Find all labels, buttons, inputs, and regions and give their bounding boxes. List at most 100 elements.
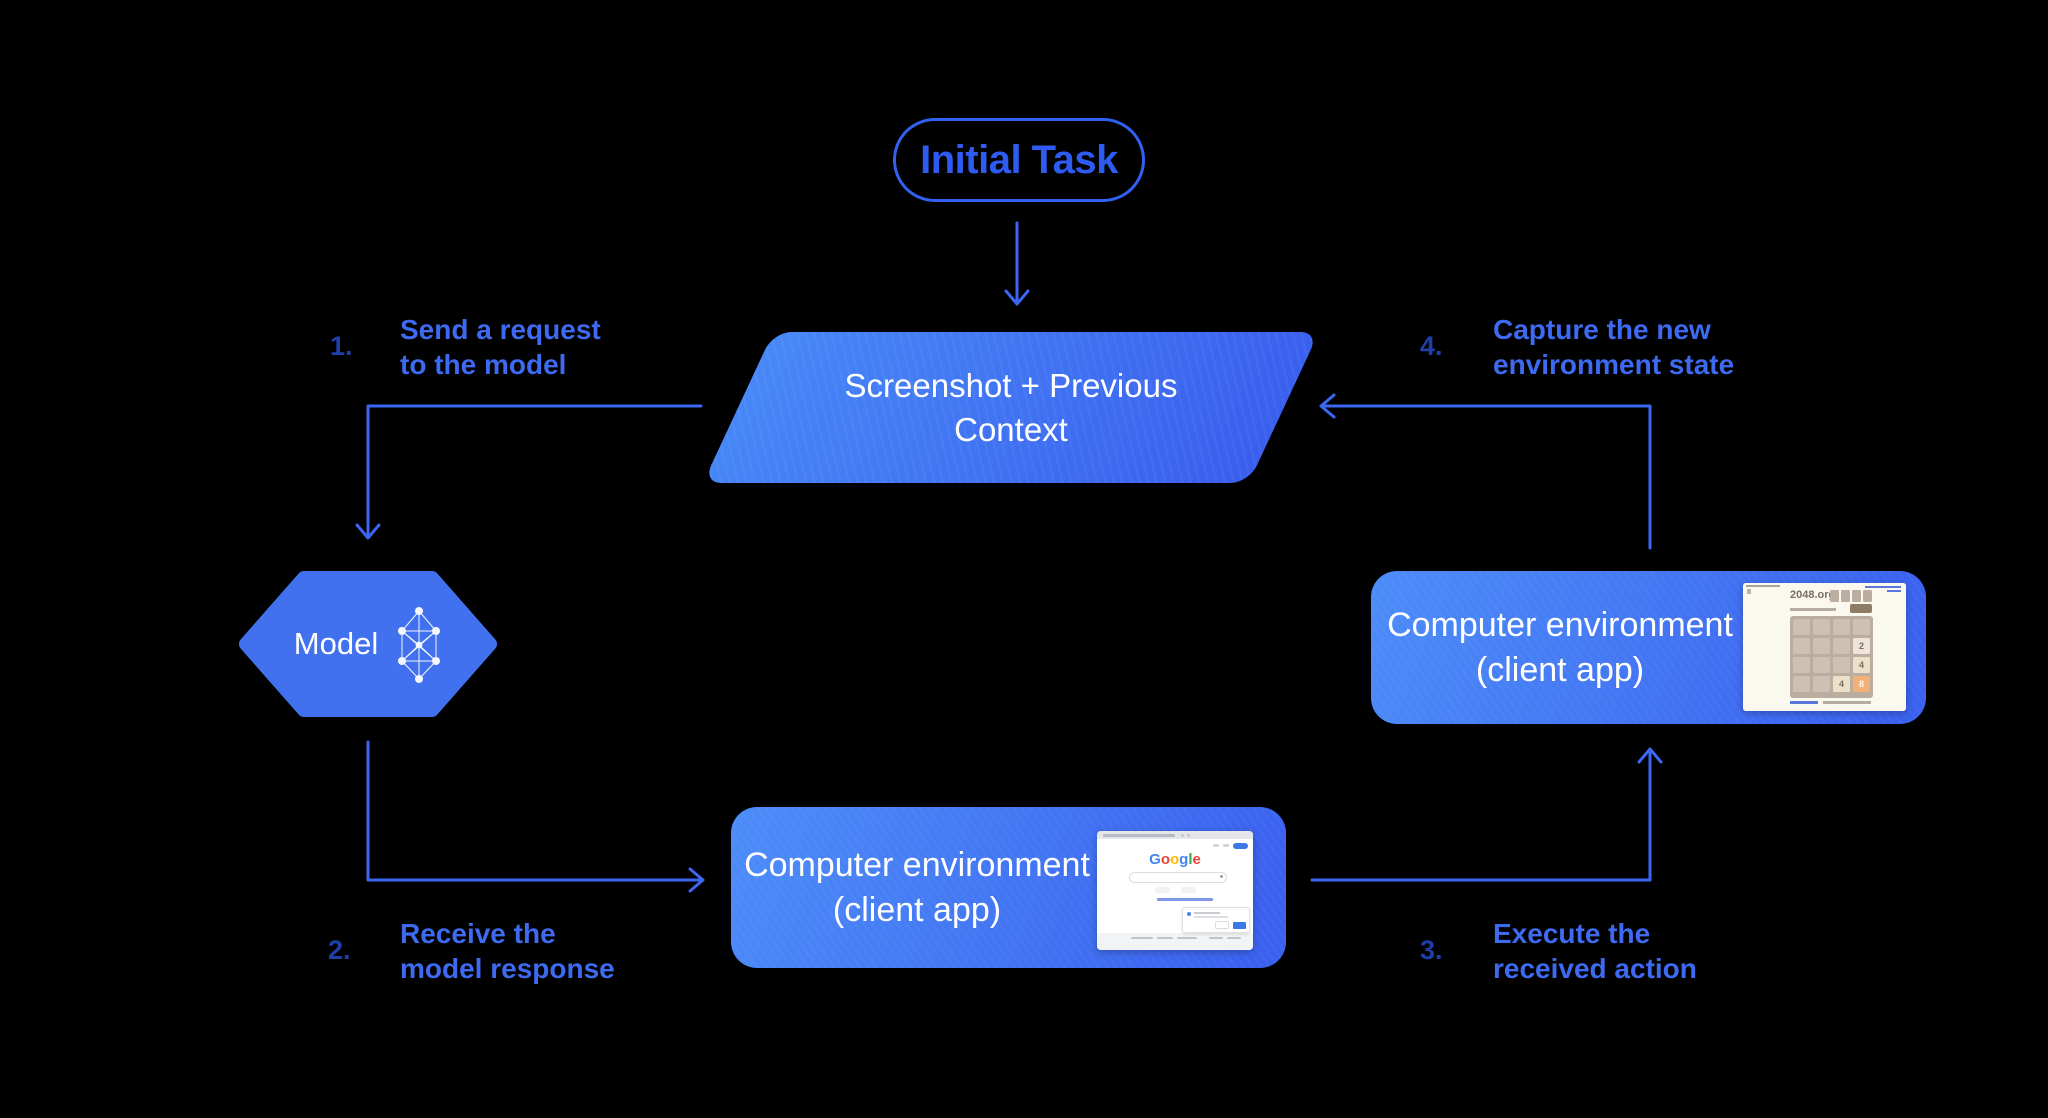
browser-dot-icon	[1181, 833, 1184, 837]
bottom-link	[1790, 701, 1818, 704]
step-4-number: 4.	[1420, 331, 1443, 361]
step-1-label: Send a request to the model	[400, 312, 601, 382]
footer-link	[1177, 937, 1197, 939]
grid-cell	[1853, 619, 1870, 635]
search-input	[1129, 872, 1227, 883]
page-footer	[1097, 933, 1253, 950]
dialog-text-line	[1194, 912, 1220, 914]
score-box	[1841, 590, 1850, 602]
feeling-lucky-button	[1181, 887, 1196, 893]
arrow-env-to-env	[1310, 750, 1652, 882]
tile-8: 8	[1853, 676, 1870, 692]
grid-cell	[1833, 638, 1850, 654]
arrowhead-left-icon	[1319, 393, 1336, 419]
grid-cell	[1793, 676, 1810, 692]
step-3-label: Execute the received action	[1493, 916, 1697, 986]
screenshot-context-line2: Context	[954, 410, 1068, 448]
computer-environment-node-right: Computer environment (client app) 2048.o…	[1371, 571, 1926, 724]
arrow-context-to-model	[366, 404, 703, 537]
step-1-number: 1.	[330, 331, 353, 361]
step-1-line1: Send a request	[400, 314, 601, 345]
logo-letter: l	[1188, 851, 1193, 868]
grid-cell	[1833, 619, 1850, 635]
env-right-line2: (client app)	[1475, 650, 1645, 689]
footer-link	[1131, 937, 1153, 939]
bottom-text	[1823, 701, 1871, 704]
tile-2: 2	[1853, 638, 1870, 654]
google-g-icon	[1187, 912, 1191, 916]
env-bottom-label: Computer environment (client app)	[731, 807, 1103, 968]
initial-task-label: Initial Task	[920, 137, 1118, 182]
new-game-button	[1850, 604, 1872, 613]
logo-letter: e	[1192, 851, 1201, 868]
step-2-line2: model response	[400, 953, 615, 984]
arrow-model-to-env	[366, 740, 702, 882]
logo-letter: g	[1179, 851, 1189, 868]
language-links	[1157, 898, 1213, 901]
browser-tab-title	[1746, 585, 1780, 587]
game-title: 2048.org	[1790, 589, 1836, 601]
grid-cell	[1793, 619, 1810, 635]
arrowhead-right-icon	[688, 867, 705, 893]
screenshot-context-node: Screenshot + Previous Context	[702, 332, 1320, 483]
model-node: Model	[238, 571, 498, 717]
logo-letter: o	[1169, 851, 1180, 868]
step-3-line2: received action	[1493, 953, 1697, 984]
arrow-env-to-context	[1322, 404, 1652, 550]
arrowhead-up-icon	[1637, 747, 1663, 764]
step-2-number: 2.	[328, 935, 351, 965]
step-3-line1: Execute the	[1493, 918, 1651, 949]
step-2-label: Receive the model response	[400, 916, 615, 986]
gmail-link	[1213, 844, 1219, 847]
grid-cell	[1833, 657, 1850, 673]
score-box	[1852, 590, 1861, 602]
grid-cell	[1813, 619, 1830, 635]
step-2-line1: Receive the	[400, 918, 556, 949]
screenshot-context-line1: Screenshot + Previous	[844, 366, 1178, 404]
top-link	[1887, 590, 1901, 592]
grid-cell	[1813, 676, 1830, 692]
grid-cell	[1813, 657, 1830, 673]
subtitle-text	[1790, 608, 1836, 611]
arrowhead-down-icon	[355, 523, 381, 540]
neural-network-icon	[398, 607, 441, 683]
env-right-label: Computer environment (client app)	[1371, 571, 1749, 724]
dialog-text-line	[1194, 916, 1228, 918]
initial-task-node: Initial Task	[893, 118, 1145, 202]
google-logo: Google	[1097, 851, 1253, 868]
grid-cell	[1793, 657, 1810, 673]
step-4-line1: Capture the new	[1493, 314, 1711, 345]
env-right-line1: Computer environment	[1387, 605, 1733, 644]
env-bottom-line2: (client app)	[832, 890, 1002, 929]
screenshot-context-label: Screenshot + Previous Context	[738, 332, 1284, 483]
score-box	[1830, 590, 1839, 602]
hexagon-shape	[239, 571, 497, 717]
footer-link	[1157, 937, 1173, 939]
tile-4: 4	[1853, 657, 1870, 673]
step-1-line2: to the model	[400, 349, 567, 380]
browser-dot-icon	[1187, 833, 1190, 837]
grid-cell	[1813, 638, 1830, 654]
footer-link	[1209, 937, 1223, 939]
top-link	[1865, 586, 1901, 588]
dialog-secondary-button	[1215, 921, 1229, 929]
step-3-number: 3.	[1420, 935, 1443, 965]
address-bar	[1103, 834, 1175, 837]
arrowhead-down-icon	[1004, 289, 1030, 306]
tile-4: 4	[1833, 676, 1850, 692]
sign-in-dialog	[1182, 907, 1250, 933]
tab-favicon	[1747, 589, 1751, 594]
env-bottom-line1: Computer environment	[744, 845, 1090, 884]
score-box	[1863, 590, 1872, 602]
sign-in-button	[1233, 843, 1248, 849]
logo-letter: G	[1149, 851, 1161, 868]
computer-environment-node-bottom: Computer environment (client app) Google	[731, 807, 1286, 968]
footer-link	[1227, 937, 1241, 939]
step-4-label: Capture the new environment state	[1493, 312, 1734, 382]
images-link	[1223, 844, 1229, 847]
